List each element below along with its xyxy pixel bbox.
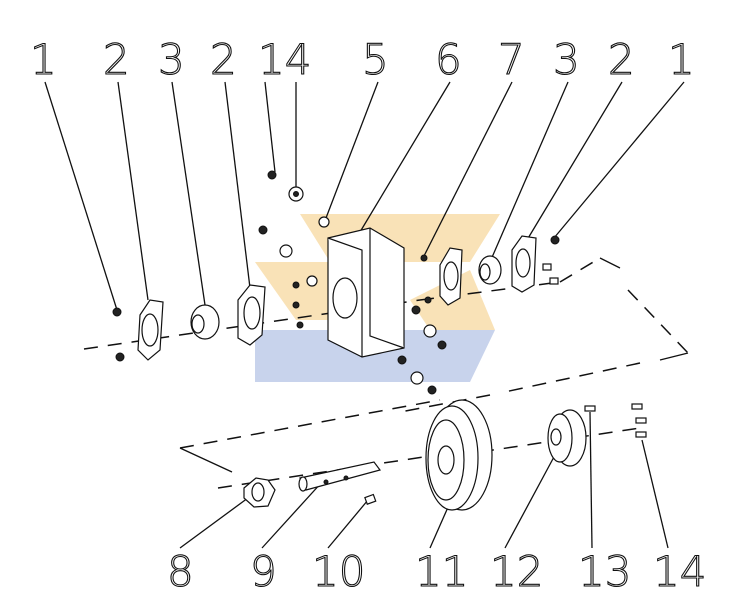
callout-3-right: 3 (553, 35, 580, 84)
callout-6: 6 (435, 35, 462, 84)
callout-8: 8 (167, 547, 194, 596)
lower-shaft-assembly (243, 461, 382, 508)
bottom-callout-labels: 8 9 10 11 12 13 14 (166, 546, 707, 596)
callout-7: 7 (498, 35, 525, 84)
callout-14-top: 14 (258, 35, 311, 84)
callout-11: 11 (415, 547, 468, 596)
hub-and-screws (547, 403, 647, 467)
callout-1-left: 1 (30, 35, 57, 84)
pulley (425, 399, 493, 511)
callout-2-left: 2 (103, 35, 130, 84)
callout-13: 13 (578, 547, 631, 596)
leader-lines (44, 81, 685, 549)
top-callout-labels: 1 2 3 2 14 5 6 7 3 2 1 (29, 34, 695, 84)
callout-2-mid: 2 (210, 35, 237, 84)
callout-14-bottom: 14 (653, 547, 706, 596)
callout-3-left: 3 (158, 35, 185, 84)
top-hardware (267, 170, 330, 228)
left-bearing-assembly (112, 225, 318, 362)
right-bearing-assembly (420, 235, 560, 306)
callout-10: 10 (312, 547, 365, 596)
callout-12: 12 (490, 547, 543, 596)
callout-9: 9 (250, 547, 277, 596)
mounting-bracket (327, 227, 447, 395)
callout-1-right: 1 (668, 35, 695, 84)
callout-2-right: 2 (608, 35, 635, 84)
callout-5: 5 (362, 35, 389, 84)
